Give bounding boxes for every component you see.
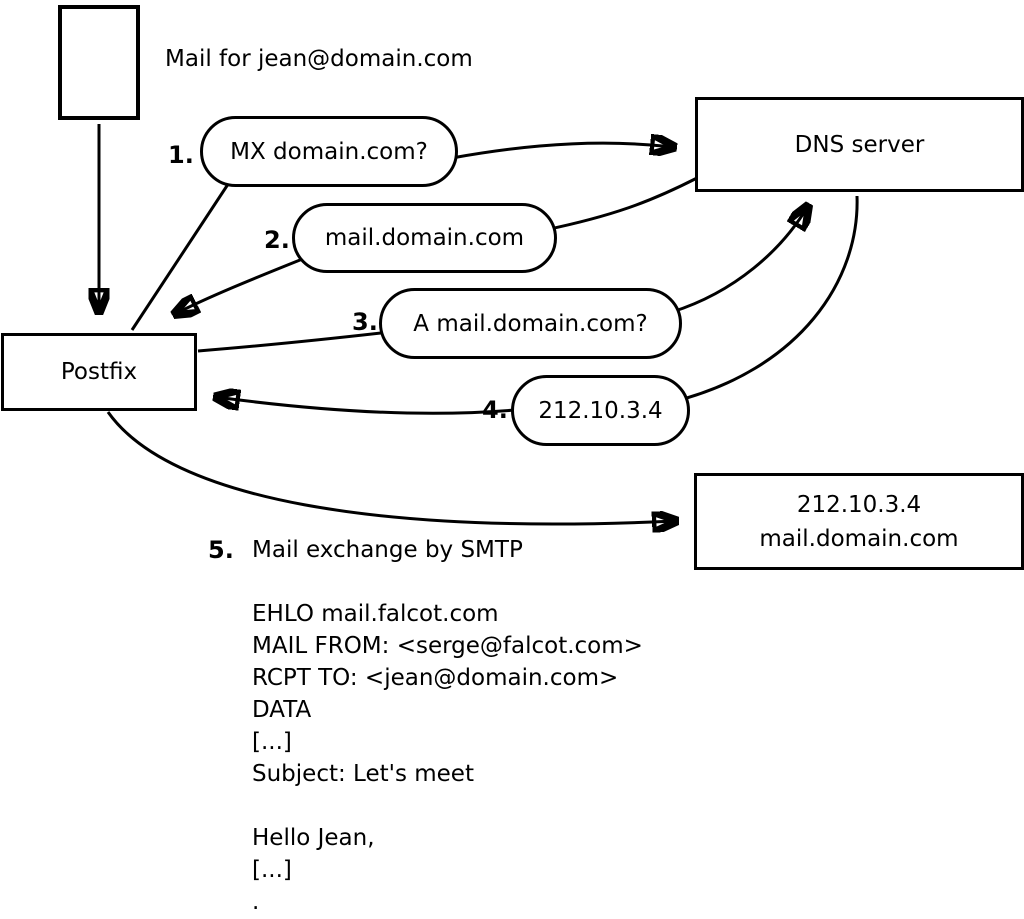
mail-server-ip: 212.10.3.4 (796, 491, 922, 518)
arrow-step3-to-dns (671, 206, 808, 314)
step1-mx-query-pill: MX domain.com? (200, 116, 458, 187)
dns-server-box: DNS server (695, 97, 1024, 192)
smtp-line-ellipsis-1: [...] (252, 729, 292, 755)
line-postfix-to-step1 (130, 165, 242, 331)
postfix-box: Postfix (1, 333, 197, 411)
step4-label: 212.10.3.4 (538, 397, 663, 424)
smtp-session-block: EHLO mail.falcot.com MAIL FROM: <serge@f… (252, 598, 643, 918)
mail-server-hostname: mail.domain.com (759, 525, 959, 552)
step1-number: 1. (168, 141, 194, 169)
smtp-line-ellipsis-2: [...] (252, 857, 292, 883)
smtp-line-mail-from: MAIL FROM: <serge@falcot.com> (252, 633, 643, 659)
step5-label: Mail exchange by SMTP (252, 537, 523, 563)
step3-number: 3. (352, 308, 378, 336)
smtp-line-end-dot: . (252, 889, 260, 915)
mail-for-label: Mail for jean@domain.com (165, 46, 473, 72)
step2-label: mail.domain.com (324, 225, 525, 251)
step4-a-answer-pill: 212.10.3.4 (511, 375, 690, 446)
mail-server-box: 212.10.3.4 mail.domain.com (694, 473, 1024, 570)
arrow-step2-to-postfix (175, 256, 306, 314)
step2-mx-answer-pill: mail.domain.com (292, 203, 557, 273)
arrow-step4-to-postfix (216, 397, 516, 415)
mail-message-shape (58, 5, 140, 120)
smtp-line-hello: Hello Jean, (252, 825, 375, 851)
step2-number: 2. (264, 226, 290, 254)
line-dns-to-step4 (671, 195, 859, 404)
arrow-postfix-to-mailserver (106, 411, 676, 524)
smtp-line-blank (252, 790, 643, 822)
postfix-label: Postfix (60, 359, 138, 385)
step4-number: 4. (482, 396, 508, 424)
dns-server-label: DNS server (794, 131, 925, 158)
smtp-line-rcpt-to: RCPT TO: <jean@domain.com> (252, 665, 619, 691)
step3-a-query-pill: A mail.domain.com? (379, 288, 682, 359)
line-postfix-to-step3 (197, 330, 391, 353)
smtp-line-data: DATA (252, 697, 312, 723)
step3-label: A mail.domain.com? (413, 310, 648, 337)
arrow-step1-to-dns (451, 143, 674, 160)
step1-label: MX domain.com? (230, 138, 428, 165)
smtp-line-subject: Subject: Let's meet (252, 761, 474, 787)
smtp-line-ehlo: EHLO mail.falcot.com (252, 601, 499, 627)
step5-number: 5. (208, 536, 234, 564)
line-dns-to-step2 (544, 176, 698, 232)
